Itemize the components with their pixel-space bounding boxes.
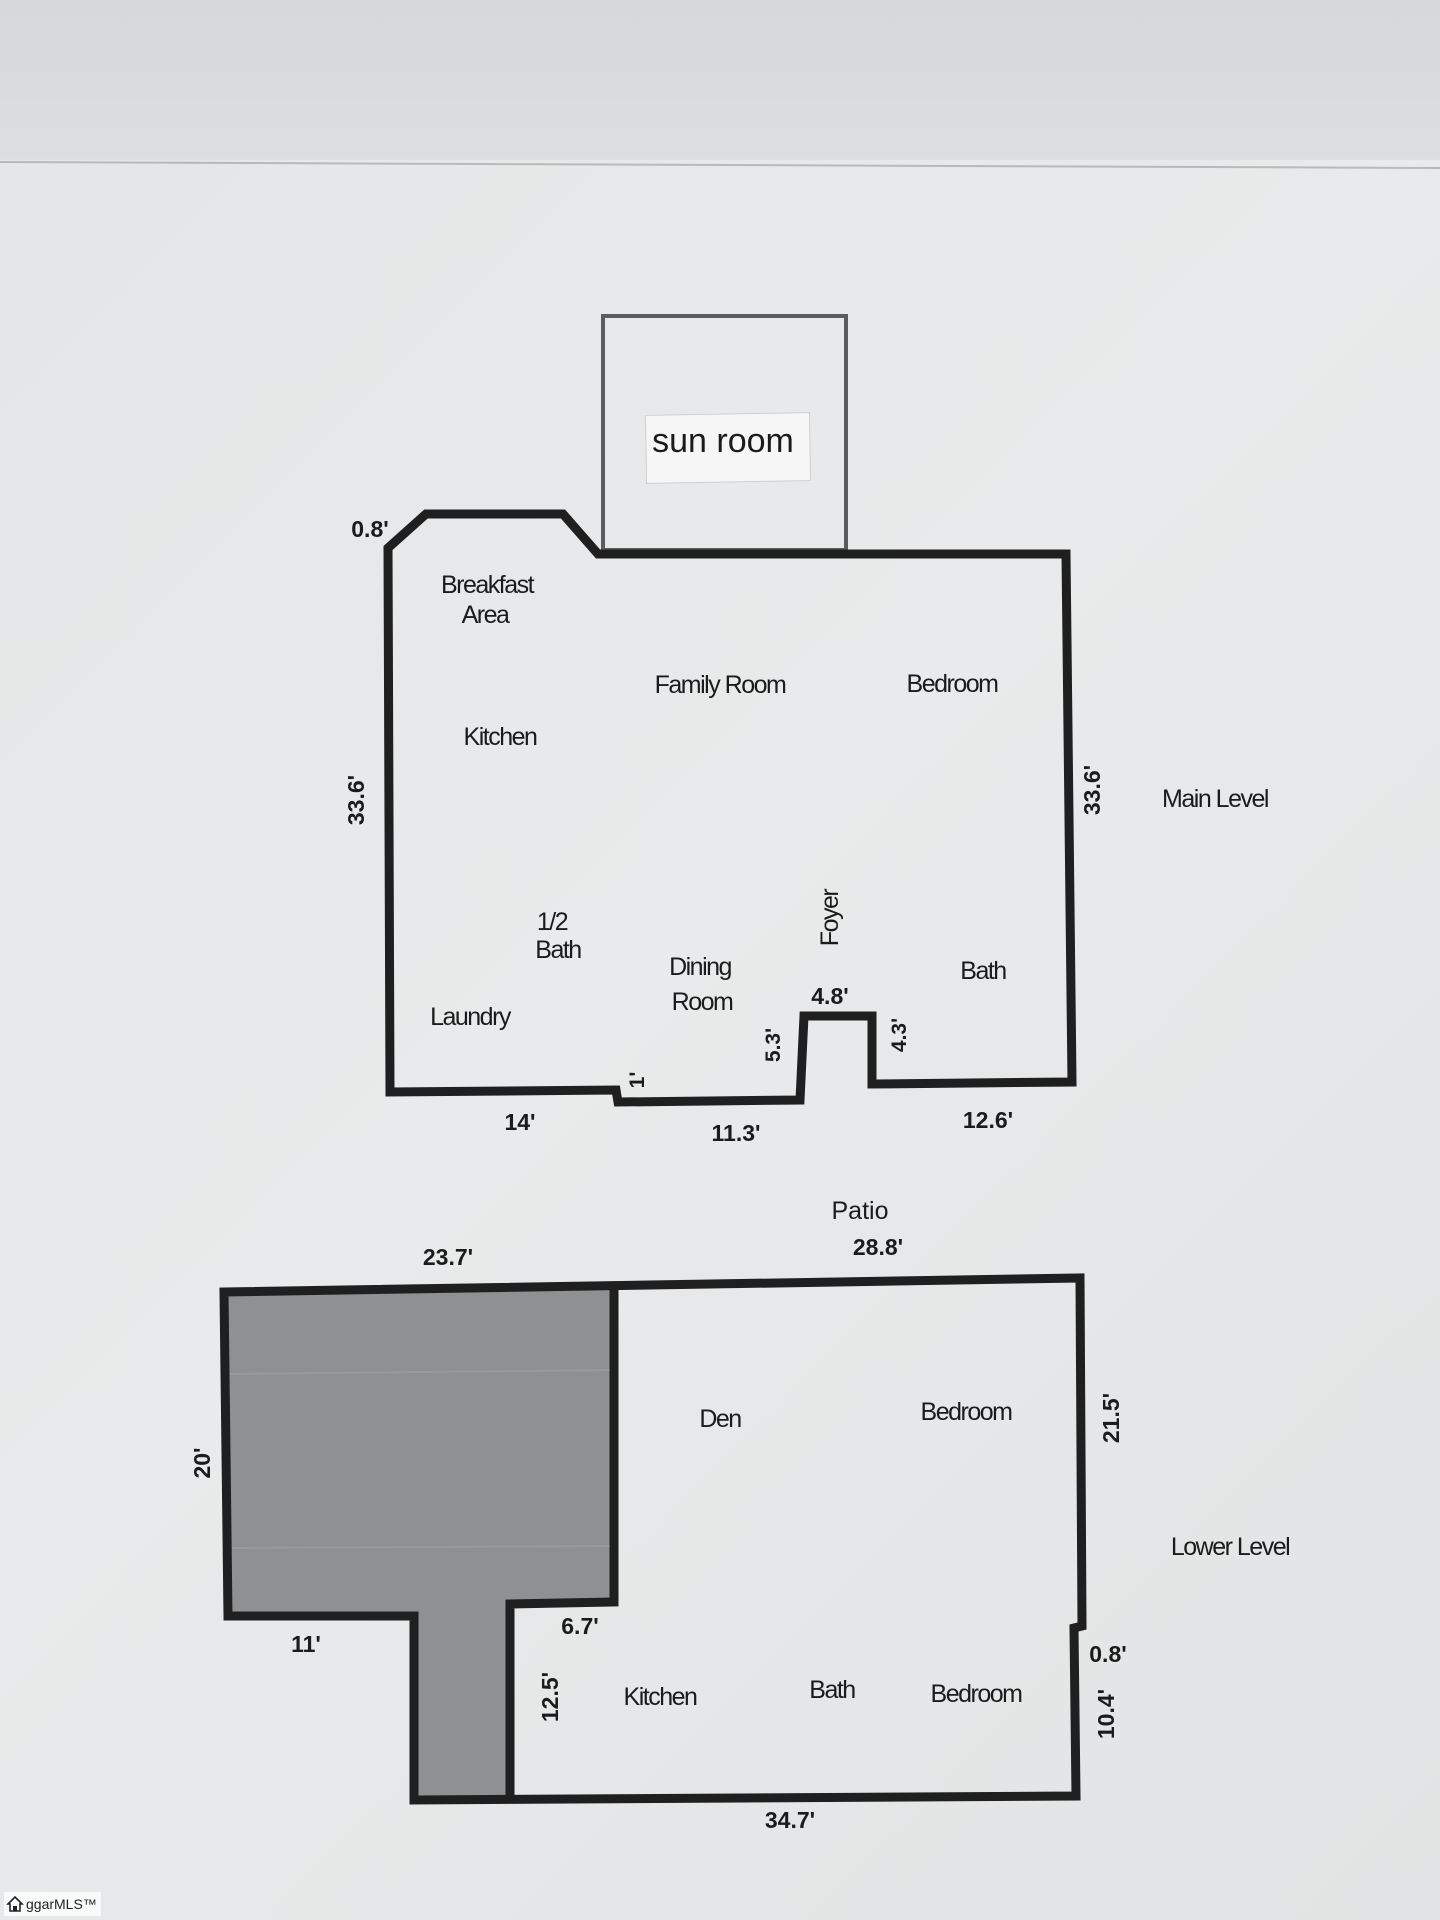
watermark: ggarMLS™ bbox=[4, 1892, 101, 1916]
room-label-bedroom-lower: Bedroom bbox=[931, 1680, 1023, 1708]
patio-label: Patio bbox=[832, 1197, 889, 1225]
room-label-breakfast: Breakfast bbox=[441, 571, 535, 599]
room-label-dining: Dining bbox=[669, 953, 731, 981]
dim-main-step: 1' bbox=[626, 1072, 649, 1089]
dim-lower-right-lower: 10.4' bbox=[1093, 1689, 1119, 1739]
room-label-dining-room: Room bbox=[672, 988, 733, 1016]
dim-main-bottom-mid: 11.3' bbox=[712, 1120, 761, 1146]
dim-lower-step-left: 11' bbox=[291, 1631, 321, 1657]
sun-room: sun room bbox=[601, 314, 848, 552]
main-level-plan: sun room Breakfast Area Family Room Bedr… bbox=[343, 314, 1269, 1146]
lower-level-inner-wall bbox=[505, 1284, 619, 1800]
room-label-foyer: Foyer bbox=[816, 889, 844, 947]
room-label-den: Den bbox=[699, 1405, 741, 1433]
dim-lower-inner-left: 12.5' bbox=[537, 1672, 563, 1722]
room-label-bath: Bath bbox=[960, 957, 1006, 985]
house-logo-icon bbox=[6, 1895, 24, 1912]
dim-main-notch-left: 5.3' bbox=[762, 1028, 785, 1062]
paper-edge bbox=[0, 161, 1440, 169]
room-label-bedroom: Bedroom bbox=[907, 670, 999, 698]
dim-main-left: 33.6' bbox=[343, 775, 369, 825]
dim-main-bottom-left: 14' bbox=[504, 1109, 535, 1135]
dim-main-bottom-right: 12.6' bbox=[963, 1107, 1013, 1133]
lower-level-plan: Den Bedroom Kitchen Bath Bedroom 23.7' 2… bbox=[189, 1234, 1291, 1833]
watermark-text: ggarMLS™ bbox=[26, 1896, 97, 1912]
room-label-kitchen: Kitchen bbox=[464, 723, 537, 751]
room-label-bath-lower: Bath bbox=[809, 1676, 855, 1704]
room-label-half: 1/2 bbox=[537, 908, 568, 936]
fold-line-upper bbox=[229, 1369, 613, 1375]
dim-main-notch-top: 4.8' bbox=[811, 983, 848, 1009]
dim-main-notch-right: 4.3' bbox=[888, 1018, 911, 1052]
dim-main-right: 33.6' bbox=[1079, 765, 1105, 815]
main-level-outline bbox=[383, 509, 1077, 1107]
dim-lower-left: 20' bbox=[189, 1447, 215, 1478]
sun-room-label-tag bbox=[644, 412, 812, 484]
room-label-bedroom-upper: Bedroom bbox=[921, 1398, 1013, 1426]
sun-room-label: sun room bbox=[652, 422, 794, 460]
dim-lower-top-left: 23.7' bbox=[423, 1244, 473, 1270]
room-label-family-room: Family Room bbox=[655, 671, 786, 699]
level-label-main: Main Level bbox=[1162, 785, 1268, 813]
room-label-kitchen-lower: Kitchen bbox=[624, 1683, 697, 1711]
fold-line-lower bbox=[229, 1545, 613, 1549]
dim-lower-top-right: 28.8' bbox=[853, 1234, 903, 1260]
paper-background-top bbox=[0, 0, 1440, 165]
dim-lower-right-step: 0.8' bbox=[1089, 1641, 1126, 1667]
dim-lower-inner-step: 6.7' bbox=[561, 1613, 598, 1639]
lower-level-outline bbox=[219, 1273, 1087, 1805]
room-label-laundry: Laundry bbox=[430, 1003, 512, 1031]
dim-lower-bottom: 34.7' bbox=[765, 1807, 815, 1833]
room-label-breakfast-area: Area bbox=[462, 601, 510, 629]
dim-main-corner: 0.8' bbox=[351, 516, 388, 542]
dim-lower-right-upper: 21.5' bbox=[1098, 1393, 1124, 1443]
room-label-half-bath: Bath bbox=[535, 936, 581, 964]
level-label-lower: Lower Level bbox=[1171, 1533, 1289, 1561]
unfinished-area bbox=[226, 1284, 614, 1798]
